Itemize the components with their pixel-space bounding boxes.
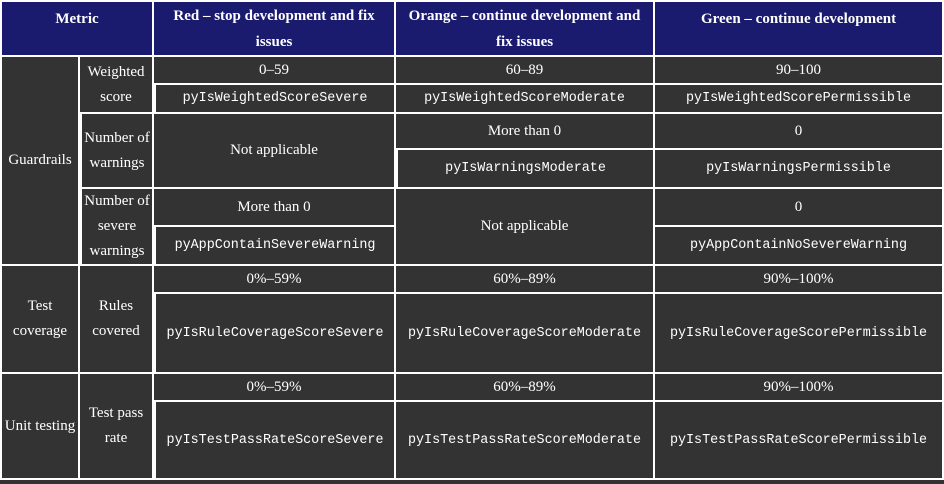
rowgroup-guardrails: Guardrails: [0, 57, 80, 266]
weighted-red-rule: pyIsWeightedScoreSevere: [154, 85, 397, 114]
weighted-red-range: 0–59: [154, 57, 397, 85]
pass-red-range: 0%–59%: [154, 374, 397, 402]
severe-orange-value: Not applicable: [396, 189, 656, 266]
pass-green-range: 90%–100%: [655, 374, 944, 402]
warnings-green-rule: pyIsWarningsPermissible: [655, 150, 944, 189]
metric-rules-covered: Rules covered: [80, 266, 155, 374]
warnings-orange-value: More than 0: [396, 114, 656, 150]
weighted-orange-range: 60–89: [396, 57, 656, 85]
severe-red-value: More than 0: [154, 189, 397, 227]
rowgroup-test-coverage: Test coverage: [0, 266, 80, 374]
severe-red-rule: pyAppContainSevereWarning: [154, 227, 397, 266]
weighted-green-range: 90–100: [655, 57, 944, 85]
pass-green-rule: pyIsTestPassRateScorePermissible: [655, 402, 944, 480]
coverage-red-range: 0%–59%: [154, 266, 397, 294]
metric-number-of-severe-warnings: Number of severe warnings: [80, 189, 155, 266]
coverage-green-range: 90%–100%: [655, 266, 944, 294]
warnings-orange-rule: pyIsWarningsModerate: [396, 150, 656, 189]
metric-number-of-warnings: Number of warnings: [80, 114, 155, 189]
metric-weighted-score: Weighted score: [80, 57, 155, 114]
coverage-red-rule: pyIsRuleCoverageScoreSevere: [154, 294, 397, 374]
coverage-green-rule: pyIsRuleCoverageScorePermissible: [655, 294, 944, 374]
pass-red-rule: pyIsTestPassRateScoreSevere: [154, 402, 397, 480]
pass-orange-range: 60%–89%: [396, 374, 656, 402]
header-red: Red – stop development and fix issues: [154, 0, 397, 57]
weighted-orange-rule: pyIsWeightedScoreModerate: [396, 85, 656, 114]
warnings-green-value: 0: [655, 114, 944, 150]
warnings-red-value: Not applicable: [154, 114, 397, 189]
header-orange: Orange – continue development and fix is…: [396, 0, 656, 57]
severe-green-rule: pyAppContainNoSevereWarning: [655, 227, 944, 266]
header-green: Green – continue development: [655, 0, 944, 57]
coverage-orange-range: 60%–89%: [396, 266, 656, 294]
coverage-orange-rule: pyIsRuleCoverageScoreModerate: [396, 294, 656, 374]
weighted-green-rule: pyIsWeightedScorePermissible: [655, 85, 944, 114]
header-metric: Metric: [0, 0, 155, 57]
pass-orange-rule: pyIsTestPassRateScoreModerate: [396, 402, 656, 480]
metric-test-pass-rate: Test pass rate: [80, 374, 155, 480]
severe-green-value: 0: [655, 189, 944, 227]
rowgroup-unit-testing: Unit testing: [0, 374, 80, 480]
